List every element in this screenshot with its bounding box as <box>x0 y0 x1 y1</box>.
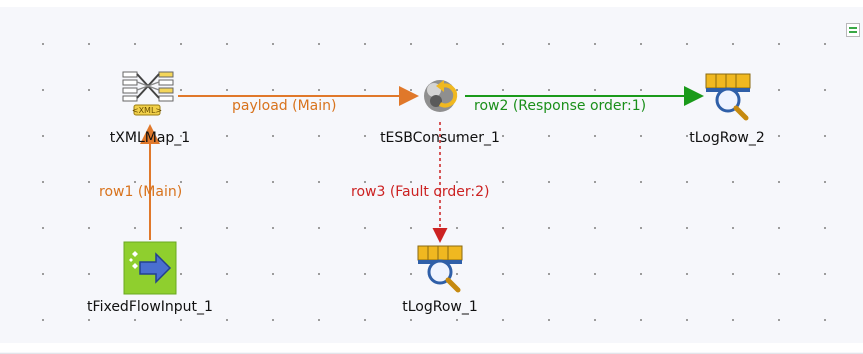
xml-map-icon: <XML> <box>122 71 174 116</box>
txmlmap-label: tXMLMap_1 <box>109 130 191 146</box>
tlogrow2-component[interactable] <box>700 68 756 124</box>
txmlmap-component[interactable]: <XML> <box>120 68 176 124</box>
palette-icon <box>846 23 860 37</box>
palette-toggle-button[interactable] <box>846 22 860 37</box>
row1-connection-label: row1 (Main) <box>99 184 183 200</box>
tlogrow2-label: tLogRow_2 <box>689 130 765 146</box>
payload-connection-label: payload (Main) <box>232 98 337 114</box>
tlogrow1-label: tLogRow_1 <box>402 299 478 315</box>
canvas-bottom-margin <box>0 343 863 352</box>
log-row-icon <box>417 245 463 293</box>
svg-text:<XML>: <XML> <box>132 106 162 115</box>
tfixedflowinput-label: tFixedFlowInput_1 <box>87 299 213 315</box>
canvas-top-margin <box>0 0 863 7</box>
row3-connection-label: row3 (Fault order:2) <box>351 184 490 200</box>
esb-consumer-icon <box>424 80 458 112</box>
log-row-icon <box>705 73 751 121</box>
tlogrow1-component[interactable] <box>412 240 468 296</box>
fixed-flow-input-icon <box>123 241 177 295</box>
tesbconsumer-component[interactable] <box>412 68 468 124</box>
tfixedflowinput-component[interactable] <box>122 240 178 296</box>
tesbconsumer-label: tESBConsumer_1 <box>380 130 500 146</box>
row2-connection-label: row2 (Response order:1) <box>474 98 647 114</box>
